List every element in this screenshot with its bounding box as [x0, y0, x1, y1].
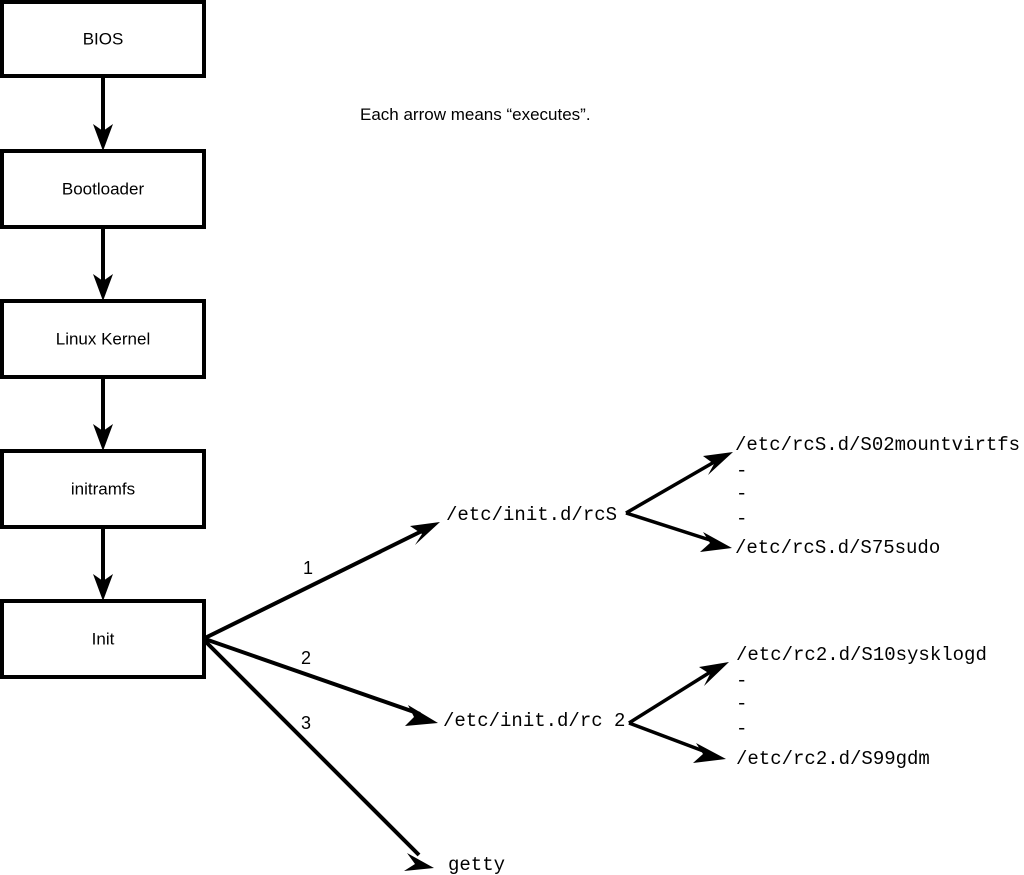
label-getty: getty — [448, 854, 505, 875]
node-init-rect — [0, 599, 206, 679]
arrowhead-bootloader-to-kernel — [93, 274, 113, 301]
node-linux-kernel-label: Linux Kernel — [56, 329, 151, 348]
arrowhead-initramfs-to-init — [93, 574, 113, 601]
node-bios[interactable]: BIOS — [0, 0, 206, 78]
label-rcs-ellipsis-3: - — [736, 508, 747, 530]
arrowhead-init-to-getty — [404, 853, 434, 871]
node-initramfs-label: initramfs — [71, 479, 135, 498]
edge-label-3: 3 — [301, 713, 311, 733]
node-init-label: Init — [92, 629, 115, 648]
arrowhead-init-to-rc2 — [405, 705, 438, 726]
arrowhead-bios-to-bootloader — [93, 124, 113, 151]
label-rc2-last-script: /etc/rc2.d/S99gdm — [736, 748, 930, 770]
node-bootloader[interactable]: Bootloader — [0, 149, 206, 229]
arrow-kernel-to-initramfs — [93, 377, 113, 451]
node-bios-label: BIOS — [83, 29, 124, 48]
diagram-caption: Each arrow means “executes”. — [360, 105, 591, 124]
label-rcs-ellipsis-2: - — [736, 483, 747, 505]
arrow-init-to-getty — [203, 639, 434, 871]
arrowhead-rc2-to-last-script — [693, 743, 726, 763]
edge-label-2: 2 — [301, 648, 311, 668]
arrowhead-kernel-to-initramfs — [93, 424, 113, 451]
edge-label-1: 1 — [303, 558, 313, 578]
arrowhead-rc2-to-first-script — [699, 662, 729, 686]
label-rc2-ellipsis-3: - — [736, 718, 747, 740]
node-bootloader-rect — [0, 149, 206, 229]
fanout-rc2 — [628, 662, 729, 763]
arrow-bios-to-bootloader — [93, 76, 113, 151]
node-linux-kernel[interactable]: Linux Kernel — [0, 299, 206, 379]
label-rcs-last-script: /etc/rcS.d/S75sudo — [735, 537, 940, 559]
arrow-bootloader-to-kernel — [93, 227, 113, 301]
node-initramfs[interactable]: initramfs — [0, 449, 206, 529]
arrowhead-rcs-to-first-script — [703, 452, 733, 475]
label-etc-initd-rc2: /etc/init.d/rc 2 — [443, 710, 625, 732]
fanout-rcs — [625, 452, 733, 552]
node-init[interactable]: Init — [0, 599, 206, 679]
arrow-initramfs-to-init — [93, 527, 113, 601]
arrowhead-init-to-rcs — [410, 522, 440, 545]
node-bios-rect — [0, 0, 206, 78]
label-rcs-ellipsis-1: - — [736, 460, 747, 482]
label-etc-initd-rcs: /etc/init.d/rcS — [446, 504, 617, 526]
arrow-init-to-rc2 — [204, 637, 438, 726]
arrow-init-to-rcs — [204, 522, 440, 640]
node-linux-kernel-rect — [0, 299, 206, 379]
arrowhead-rcs-to-last-script — [700, 532, 732, 552]
label-rcs-first-script: /etc/rcS.d/S02mountvirtfs — [735, 434, 1020, 456]
node-bootloader-label: Bootloader — [62, 179, 145, 198]
label-rc2-ellipsis-2: - — [736, 693, 747, 715]
label-rc2-first-script: /etc/rc2.d/S10sysklogd — [736, 644, 987, 666]
label-rc2-ellipsis-1: - — [736, 670, 747, 692]
